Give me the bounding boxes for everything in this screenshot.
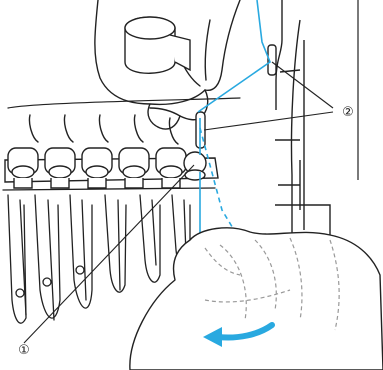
guide-disk-6-highlight xyxy=(184,152,206,180)
guide-disk-3 xyxy=(82,148,112,188)
callout-2: ② xyxy=(342,105,354,120)
guide-disk-5 xyxy=(156,148,186,188)
callout-1: ① xyxy=(18,343,30,358)
guide-disk-2 xyxy=(45,148,75,188)
guide-disk-4 xyxy=(119,148,149,188)
thread-guides xyxy=(196,45,276,148)
callout-1-label: ① xyxy=(18,343,30,358)
callout-2-label: ② xyxy=(342,105,354,120)
thread xyxy=(198,0,270,240)
machine-body-right xyxy=(275,0,358,250)
tension-knob xyxy=(125,17,190,73)
